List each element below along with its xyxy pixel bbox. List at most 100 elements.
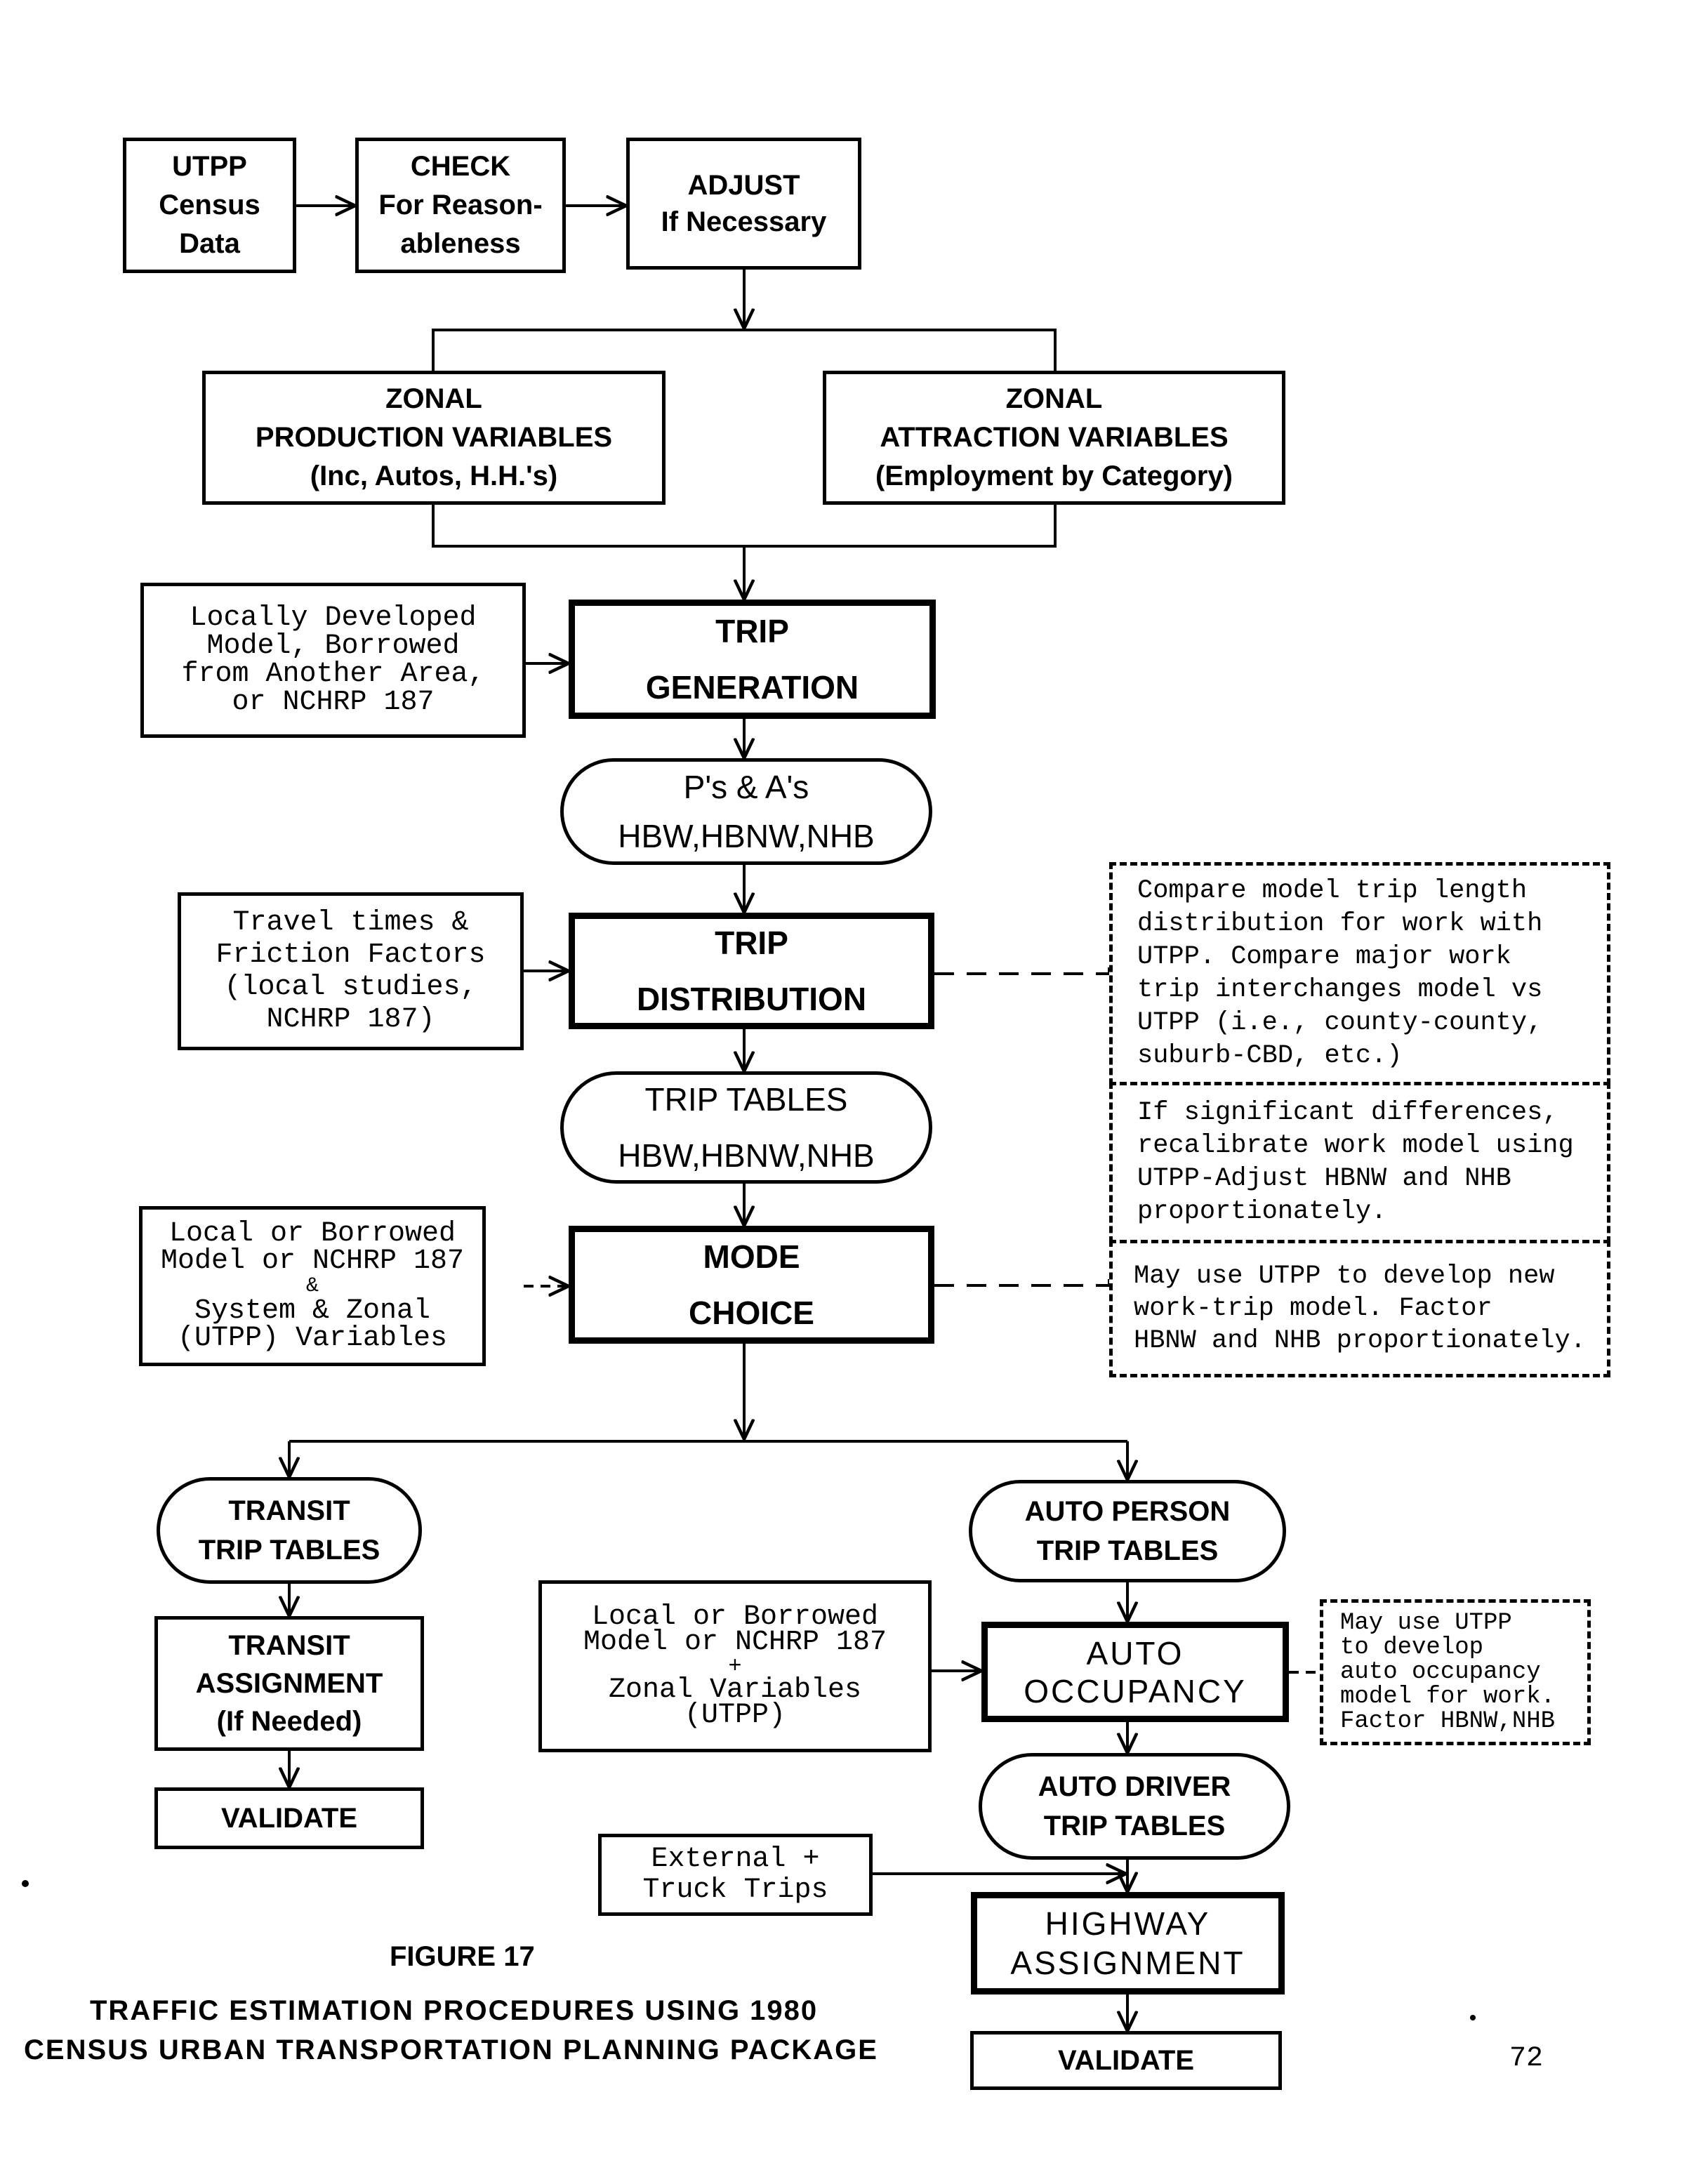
zonal-attraction-box: ZONAL ATTRACTION VARIABLES (Employment b… (823, 371, 1285, 505)
occ-note-line-5: Factor HBNW,NHB (1340, 1707, 1556, 1735)
zonal-production-box: ZONAL PRODUCTION VARIABLES (Inc, Autos, … (202, 371, 666, 505)
auto-occupancy-line-1: AUTO (1086, 1634, 1184, 1672)
census-line-1: UTPP (172, 151, 247, 182)
trip-distribution-input-box: Travel times & Friction Factors (local s… (178, 892, 524, 1050)
mode-input-line-5: (UTPP) Variables (177, 1323, 448, 1354)
transit-assignment-line-2: ASSIGNMENT (195, 1668, 383, 1699)
gen-input-line-4: or NCHRP 187 (232, 686, 435, 718)
pa-line-2: HBW,HBNW,NHB (618, 818, 875, 854)
highway-validate-box: VALIDATE (970, 2031, 1282, 2090)
occ-note-line-2: to develop (1340, 1634, 1484, 1661)
occ-input-line-2: Model or NCHRP 187 (583, 1626, 887, 1658)
trip-tables-box: TRIP TABLES HBW,HBNW,NHB (560, 1071, 932, 1184)
transit-assignment-box: TRANSIT ASSIGNMENT (If Needed) (154, 1616, 424, 1751)
adjust-line-1: ADJUST (687, 170, 800, 201)
gen-input-line-1: Locally Developed (190, 602, 477, 634)
highway-validate-label: VALIDATE (1057, 2044, 1195, 2076)
attraction-line-3: (Employment by Category) (875, 461, 1233, 491)
compare-line-1: Compare model trip length (1137, 876, 1528, 906)
occ-input-line-3: + (728, 1653, 742, 1679)
transit-assignment-line-1: TRANSIT (228, 1630, 350, 1661)
auto-driver-line-1: AUTO DRIVER (1038, 1771, 1231, 1802)
mode-note-line-2: work-trip model. Factor (1134, 1294, 1492, 1323)
check-line-3: ableness (400, 228, 521, 259)
utpp-census-data-box: UTPP Census Data (123, 138, 296, 273)
occ-input-line-5: (UTPP) (684, 1699, 786, 1731)
trip-tables-line-1: TRIP TABLES (644, 1081, 848, 1118)
mode-note-line-3: HBNW and NHB proportionately. (1134, 1326, 1586, 1356)
mode-choice-line-2: CHOICE (689, 1295, 814, 1331)
transit-assignment-line-3: (If Needed) (216, 1706, 362, 1737)
compare-line-2: distribution for work with (1137, 909, 1543, 939)
check-line-1: CHECK (410, 151, 511, 182)
compare-trip-length-note: Compare model trip length distribution f… (1109, 862, 1610, 1085)
dist-input-line-3: (local studies, (224, 971, 477, 1003)
attraction-line-2: ATTRACTION VARIABLES (880, 422, 1229, 453)
mode-choice-line-1: MODE (703, 1238, 800, 1275)
auto-person-line-1: AUTO PERSON (1024, 1496, 1231, 1527)
mode-note-line-1: May use UTPP to develop new (1134, 1262, 1555, 1291)
mode-input-line-2: Model or NCHRP 187 (160, 1245, 465, 1277)
dist-input-line-1: Travel times & (232, 906, 469, 939)
census-line-2: Census (159, 190, 260, 220)
mode-choice-note: May use UTPP to develop new work-trip mo… (1109, 1240, 1610, 1377)
auto-occupancy-note: May use UTPP to develop auto occupancy m… (1320, 1599, 1591, 1745)
recalibrate-line-3: UTPP-Adjust HBNW and NHB (1137, 1164, 1511, 1193)
auto-person-line-2: TRIP TABLES (1036, 1535, 1219, 1566)
adjust-line-2: If Necessary (661, 206, 827, 237)
dist-input-line-4: NCHRP 187) (266, 1003, 435, 1036)
external-truck-trips-box: External + Truck Trips (598, 1834, 873, 1916)
auto-driver-trip-tables-box: AUTO DRIVER TRIP TABLES (979, 1753, 1290, 1860)
occ-note-line-4: model for work. (1340, 1683, 1556, 1710)
recalibrate-note: If significant differences, recalibrate … (1109, 1082, 1610, 1243)
recalibrate-line-4: proportionately. (1137, 1197, 1387, 1226)
attraction-line-1: ZONAL (1005, 383, 1103, 414)
trip-distribution-line-1: TRIP (715, 925, 788, 961)
trip-distribution-box: TRIP DISTRIBUTION (569, 913, 934, 1029)
gen-input-line-2: Model, Borrowed (206, 630, 460, 662)
trip-generation-input-box: Locally Developed Model, Borrowed from A… (140, 583, 526, 738)
transit-tables-line-2: TRIP TABLES (198, 1535, 380, 1566)
pa-line-1: P's & A's (683, 769, 809, 805)
transit-trip-tables-box: TRANSIT TRIP TABLES (157, 1477, 422, 1584)
external-line-1: External + (651, 1843, 820, 1875)
occ-input-line-4: Zonal Variables (608, 1674, 862, 1706)
figure-caption-line-1: TRAFFIC ESTIMATION PROCEDURES USING 1980 (90, 1995, 819, 2026)
trip-generation-box: TRIP GENERATION (569, 600, 936, 719)
compare-line-6: suburb-CBD, etc.) (1137, 1041, 1403, 1071)
transit-tables-line-1: TRANSIT (228, 1495, 350, 1526)
mode-input-line-1: Local or Borrowed (168, 1218, 456, 1250)
trip-generation-line-2: GENERATION (645, 669, 859, 706)
compare-line-5: UTPP (i.e., county-county, (1137, 1008, 1543, 1038)
check-reasonableness-box: CHECK For Reason- ableness (355, 138, 566, 273)
auto-occupancy-box: AUTO OCCUPANCY (981, 1622, 1289, 1722)
transit-validate-label: VALIDATE (220, 1802, 358, 1834)
recalibrate-line-1: If significant differences, (1137, 1098, 1558, 1127)
production-line-2: PRODUCTION VARIABLES (255, 422, 613, 453)
highway-assignment-line-1: HIGHWAY (1045, 1905, 1211, 1942)
production-line-1: ZONAL (385, 383, 482, 414)
trip-distribution-line-2: DISTRIBUTION (636, 981, 867, 1017)
production-line-3: (Inc, Autos, H.H.'s) (310, 461, 558, 491)
occ-input-line-1: Local or Borrowed (591, 1601, 879, 1633)
check-line-2: For Reason- (378, 190, 543, 220)
productions-attractions-box: P's & A's HBW,HBNW,NHB (560, 758, 932, 865)
mode-choice-box: MODE CHOICE (569, 1226, 934, 1344)
occ-note-line-1: May use UTPP (1340, 1609, 1512, 1636)
auto-person-trip-tables-box: AUTO PERSON TRIP TABLES (969, 1480, 1286, 1582)
external-line-2: Truck Trips (642, 1874, 828, 1906)
mode-input-line-4: System & Zonal (194, 1295, 431, 1327)
transit-validate-box: VALIDATE (154, 1787, 424, 1849)
mode-input-line-3: & (305, 1274, 319, 1298)
recalibrate-line-2: recalibrate work model using (1137, 1131, 1574, 1160)
figure-caption-line-2: CENSUS URBAN TRANSPORTATION PLANNING PAC… (24, 2035, 878, 2065)
highway-assignment-box: HIGHWAY ASSIGNMENT (971, 1892, 1285, 1994)
page-number: 72 (1509, 2043, 1544, 2075)
auto-driver-line-2: TRIP TABLES (1043, 1811, 1226, 1841)
highway-assignment-line-2: ASSIGNMENT (1010, 1945, 1245, 1981)
census-line-3: Data (179, 228, 240, 259)
compare-line-3: UTPP. Compare major work (1137, 942, 1511, 972)
gen-input-line-3: from Another Area, (181, 658, 485, 690)
trip-generation-line-1: TRIP (715, 613, 789, 649)
